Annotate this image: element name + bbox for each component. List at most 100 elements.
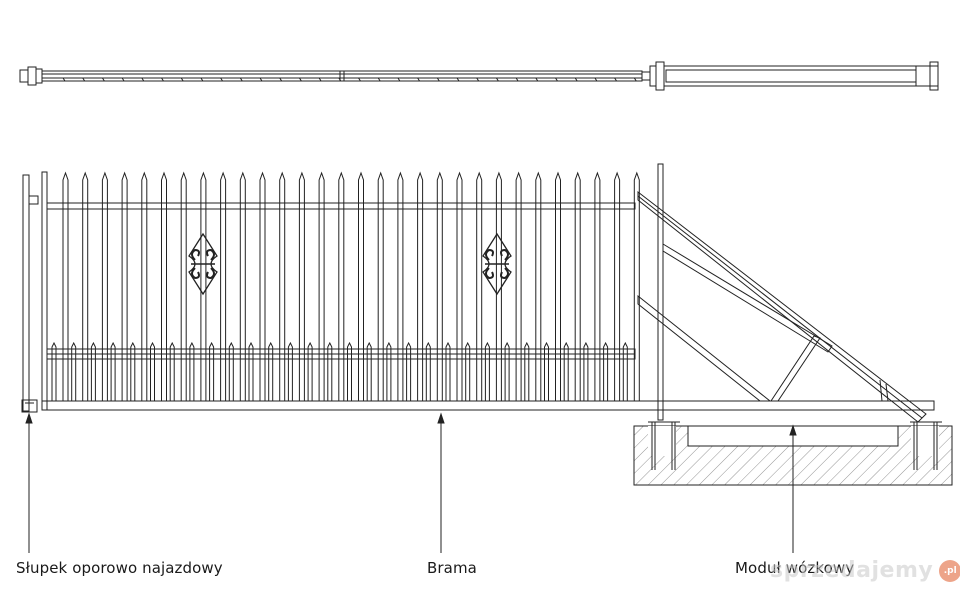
- short-picket: [563, 341, 569, 401]
- short-picket: [209, 341, 215, 401]
- picket: [338, 171, 345, 401]
- label-trolley-module: Moduł wózkowy: [735, 559, 855, 577]
- picket: [101, 171, 108, 401]
- short-picket: [406, 341, 412, 401]
- picket-tick: [338, 77, 342, 82]
- short-picket: [386, 341, 392, 401]
- picket-tick: [259, 77, 263, 82]
- short-picket: [287, 341, 293, 401]
- picket: [397, 171, 404, 401]
- picket: [555, 171, 561, 401]
- picket-tick: [377, 77, 381, 82]
- tail-post: [657, 163, 664, 421]
- picket-tick: [141, 77, 145, 82]
- picket: [161, 171, 167, 401]
- short-picket: [71, 341, 77, 401]
- picket: [239, 171, 246, 401]
- picket-tick: [476, 77, 480, 82]
- short-picket: [248, 341, 254, 401]
- gate-end-stile: [41, 171, 48, 411]
- picket-tick: [495, 77, 499, 82]
- short-picket: [366, 341, 372, 401]
- label-stop-post: Słupek oporowo najazdowy: [16, 559, 223, 577]
- watermark-badge: .pl: [939, 559, 960, 582]
- picket: [82, 171, 89, 401]
- picket: [377, 171, 384, 401]
- picket: [436, 171, 443, 401]
- picket-tick: [535, 77, 539, 82]
- short-picket: [150, 341, 155, 401]
- counterweight-braces: [637, 190, 927, 423]
- picket: [180, 171, 187, 401]
- picket-tick: [298, 77, 302, 82]
- stop-post: [21, 174, 39, 413]
- top-view-picket-ticks: [62, 77, 637, 82]
- picket-tick: [633, 77, 637, 82]
- picket-tick: [456, 77, 460, 82]
- picket-tick: [121, 77, 125, 82]
- picket-tick: [594, 77, 598, 82]
- picket-tick: [180, 77, 184, 82]
- picket-tick: [417, 77, 421, 82]
- picket-tick: [436, 77, 440, 82]
- picket: [417, 171, 424, 401]
- picket-tick: [397, 77, 401, 82]
- picket: [495, 171, 502, 401]
- short-picket: [347, 341, 352, 401]
- picket-tick: [101, 77, 105, 82]
- picket: [358, 171, 364, 401]
- picket-tick: [318, 77, 322, 82]
- picket-tick: [200, 77, 204, 82]
- picket: [535, 171, 542, 401]
- gate-top-view: [19, 61, 939, 91]
- short-picket: [51, 341, 57, 401]
- picket: [594, 171, 601, 401]
- short-picket: [228, 341, 234, 401]
- short-picket: [169, 341, 175, 401]
- picket: [220, 171, 227, 401]
- picket-tick: [62, 77, 66, 82]
- short-picket: [110, 341, 116, 401]
- picket: [62, 171, 69, 401]
- short-picket: [603, 341, 609, 401]
- sprzedajemy-watermark: sprzedajemy .pl: [770, 558, 960, 583]
- short-picket: [544, 341, 549, 401]
- top-rail: [46, 202, 636, 210]
- picket: [614, 171, 621, 401]
- picket-tick: [614, 77, 618, 82]
- picket: [318, 171, 325, 401]
- picket: [633, 171, 640, 401]
- picket-tick: [82, 77, 86, 82]
- picket: [200, 171, 207, 401]
- short-picket: [524, 341, 530, 401]
- picket: [476, 171, 483, 401]
- short-picket: [504, 341, 510, 401]
- lower-short-pickets: [51, 341, 628, 401]
- picket-tick: [220, 77, 224, 82]
- picket: [515, 171, 522, 401]
- picket-tick: [555, 77, 558, 82]
- gate-pickets: [62, 171, 640, 401]
- watermark-text: sprzedajemy: [770, 558, 934, 583]
- picket: [456, 171, 463, 401]
- short-picket: [327, 341, 333, 401]
- short-picket: [189, 341, 195, 401]
- short-picket: [268, 341, 274, 401]
- picket: [279, 171, 286, 401]
- ornament-right: [482, 232, 512, 296]
- short-picket: [465, 341, 471, 401]
- short-picket: [307, 341, 313, 401]
- picket-tick: [515, 77, 519, 82]
- picket: [141, 171, 148, 401]
- label-gate: Brama: [427, 559, 477, 577]
- label-leader-lines: [25, 412, 797, 553]
- picket-tick: [279, 77, 283, 82]
- picket: [259, 171, 266, 401]
- short-picket: [583, 341, 589, 401]
- picket: [574, 171, 581, 401]
- short-picket: [130, 341, 136, 401]
- picket-tick: [161, 77, 164, 82]
- bottom-beam: [41, 400, 935, 411]
- picket-tick: [239, 77, 243, 82]
